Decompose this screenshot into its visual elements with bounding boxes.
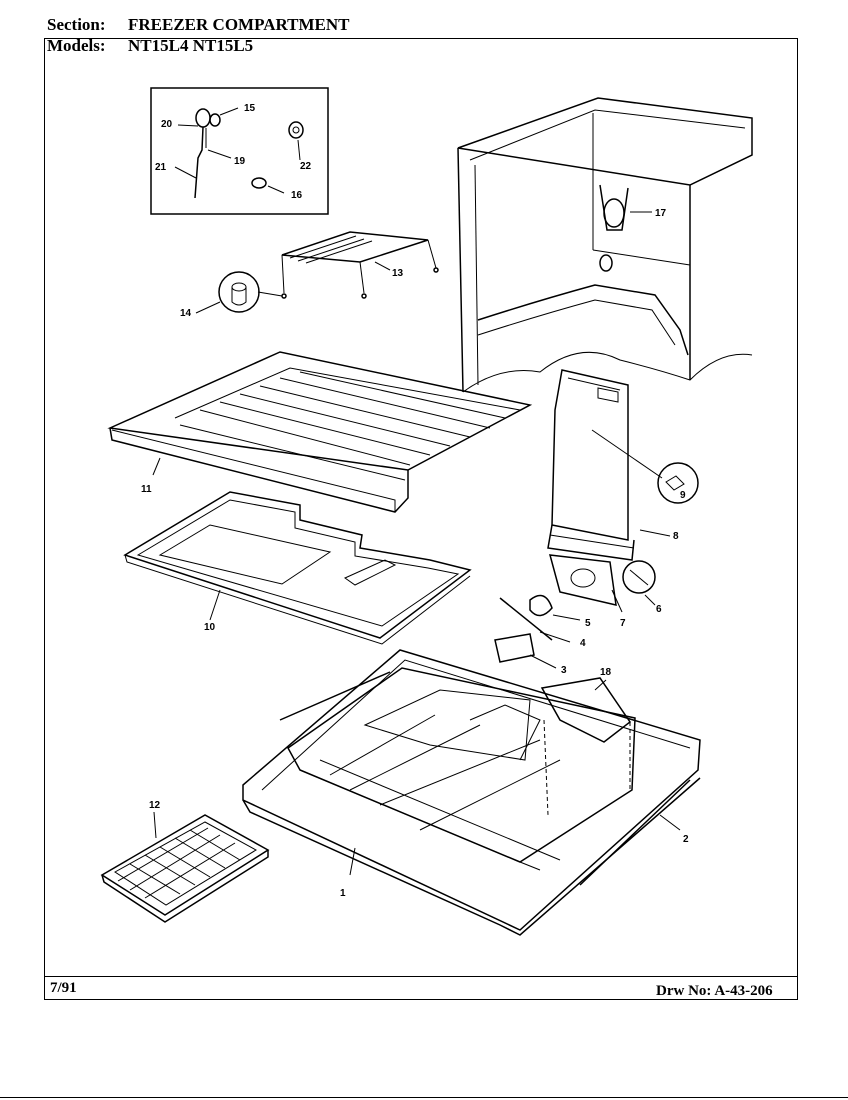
freezer-shelf: [107, 351, 533, 513]
callout-22: 22: [300, 161, 312, 172]
callout-13: 13: [392, 268, 404, 279]
callout-18: 18: [600, 667, 612, 678]
section-label: Section:: [47, 15, 106, 34]
callout-21: 21: [155, 162, 167, 173]
freezer-floor-panel: [123, 491, 472, 645]
callout-1: 1: [340, 888, 346, 899]
callout-3: 3: [561, 665, 567, 676]
page-bottom-edge: [0, 1097, 848, 1098]
air-duct: [547, 369, 699, 561]
callout-19: 19: [234, 156, 246, 167]
callout-7: 7: [620, 618, 626, 629]
models-value: NT15L4 NT15L5: [128, 36, 254, 55]
callout-15: 15: [244, 103, 256, 114]
callout-4: 4: [580, 638, 586, 649]
callout-6: 6: [656, 604, 662, 615]
callout-14: 14: [180, 308, 192, 319]
callout-10: 10: [204, 622, 216, 633]
small-parts-inset: [150, 87, 329, 215]
callout-17: 17: [655, 208, 667, 219]
callout-12: 12: [149, 800, 161, 811]
footer-date: 7/91: [50, 980, 77, 996]
section-title: FREEZER COMPARTMENT: [128, 15, 350, 34]
callout-labels: 15 20 19 21 22 16 17 13 14 11 9 8 6 5 7 …: [141, 103, 689, 899]
callout-11: 11: [141, 484, 152, 495]
callout-16: 16: [291, 190, 303, 201]
freezer-liner: [242, 649, 701, 936]
callout-5: 5: [585, 618, 591, 629]
cabinet-shell: [457, 97, 753, 393]
callout-20: 20: [161, 119, 173, 130]
evaporator-cover: [540, 677, 632, 816]
callout-2: 2: [683, 834, 689, 845]
callout-8: 8: [673, 531, 679, 542]
ice-cube-tray: [100, 811, 270, 923]
drawing-frame: [44, 38, 798, 1000]
callout-9: 9: [680, 490, 686, 501]
drawing-number: Drw No: A-43-206: [656, 983, 773, 999]
footer-divider: [44, 976, 798, 977]
wire-shelf: [281, 231, 439, 299]
fan-assembly: [494, 554, 656, 669]
models-label: Models:: [47, 36, 106, 55]
shelf-support-detail: [195, 271, 283, 314]
